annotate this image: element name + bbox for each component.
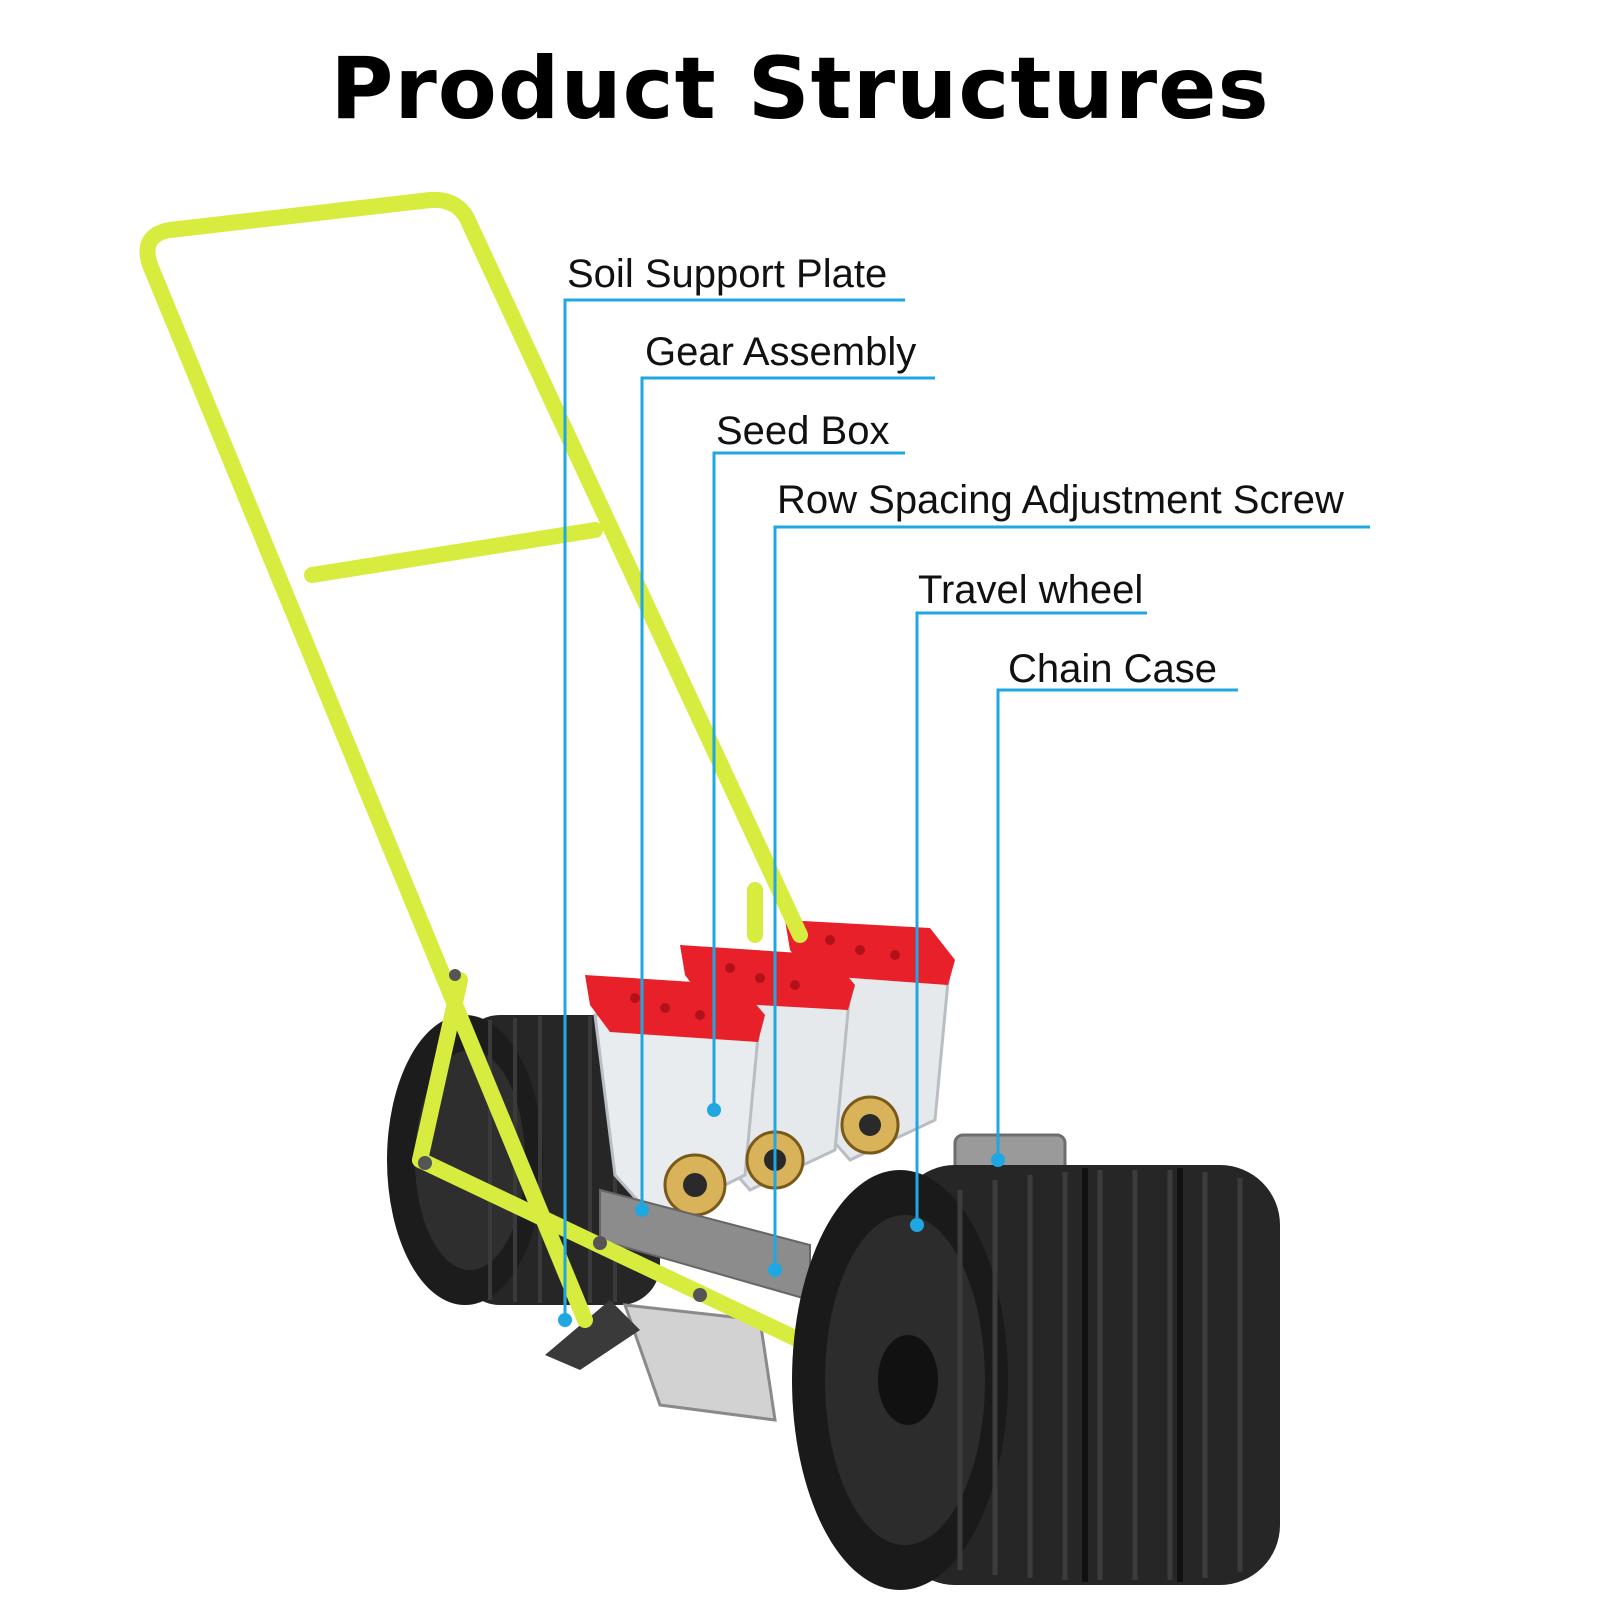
label-chain-case: Chain Case bbox=[1008, 647, 1218, 691]
seed-chute bbox=[545, 1188, 811, 1422]
callout-line-soil-support-plate bbox=[563, 298, 905, 1320]
callout-dot-seed-box bbox=[707, 1103, 721, 1117]
label-gear-assembly: Gear Assembly bbox=[645, 330, 917, 374]
callout-dot-row-spacing-adjustment-screw bbox=[768, 1263, 782, 1277]
seed-hoppers bbox=[585, 920, 955, 1222]
label-soil-support-plate: Soil Support Plate bbox=[567, 252, 888, 296]
label-row-spacing-adjustment-screw: Row Spacing Adjustment Screw bbox=[777, 478, 1344, 522]
label-seed-box: Seed Box bbox=[716, 409, 890, 453]
callout-line-travel-wheel bbox=[915, 611, 1147, 1225]
callout-dot-soil-support-plate bbox=[558, 1313, 572, 1327]
callout-dot-travel-wheel bbox=[910, 1218, 924, 1232]
callout-line-row-spacing-adjustment-screw bbox=[773, 525, 1370, 1270]
page-title: Product Structures bbox=[330, 39, 1270, 139]
callout-dot-gear-assembly bbox=[635, 1203, 649, 1217]
callout-dot-chain-case bbox=[991, 1153, 1005, 1167]
handle-frame bbox=[139, 191, 923, 1403]
callout-line-gear-assembly bbox=[640, 376, 935, 1210]
seeder-illustration bbox=[139, 191, 1280, 1590]
front-wheel bbox=[792, 1165, 1280, 1590]
callout-line-chain-case bbox=[996, 688, 1238, 1160]
label-travel-wheel: Travel wheel bbox=[918, 568, 1144, 612]
callout-line-seed-box bbox=[712, 451, 905, 1110]
callout-dots bbox=[558, 1103, 1005, 1327]
callout-lines bbox=[563, 298, 1370, 1320]
